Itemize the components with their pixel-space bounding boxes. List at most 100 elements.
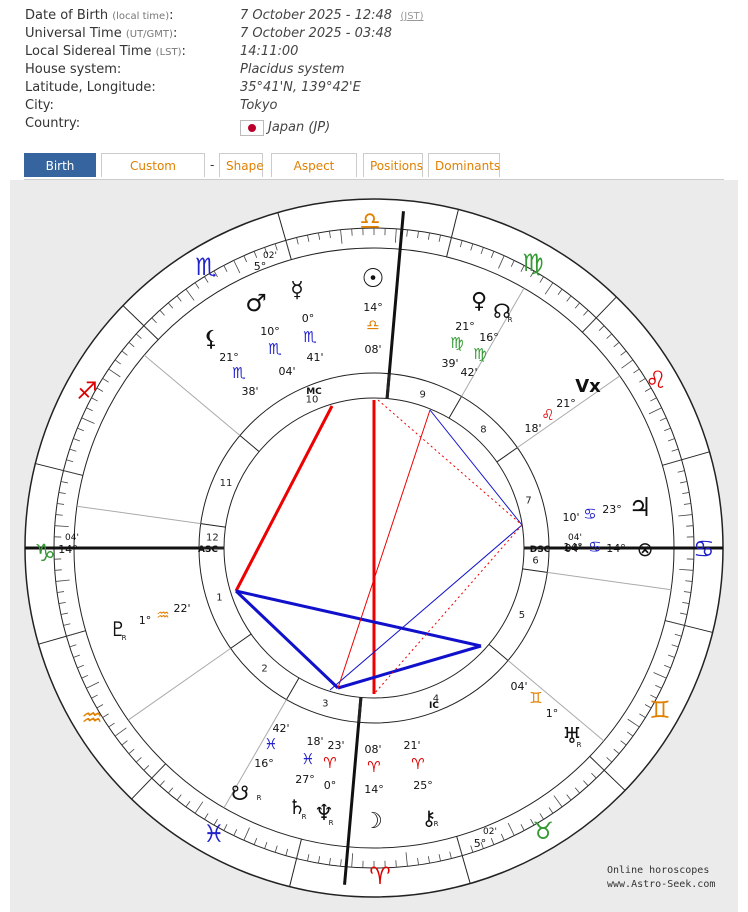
lilith-degree: 21°	[219, 351, 239, 364]
house-cusp	[143, 354, 241, 436]
degree-tick	[307, 854, 310, 862]
jupiter-degree: 23°	[602, 503, 622, 516]
degree-tick	[223, 824, 228, 831]
degree-tick	[223, 265, 228, 272]
timezone-link[interactable]: (JST)	[400, 11, 424, 22]
info-row-house-system: House system: Placidus system	[25, 61, 725, 79]
degree-tick	[264, 841, 268, 849]
degree-tick	[510, 260, 515, 267]
degree-tick	[243, 827, 250, 841]
south-node-minutes: 42'	[272, 722, 289, 735]
info-label: Country:	[25, 116, 81, 131]
chiron-sign: ♈	[411, 755, 424, 773]
degree-tick	[340, 229, 343, 244]
mercury-icon: ☿	[290, 278, 304, 303]
degree-tick	[213, 270, 218, 278]
degree-tick	[620, 350, 627, 356]
degree-tick	[530, 818, 535, 826]
degree-tick	[470, 845, 474, 853]
moon-icon: ☽	[363, 809, 383, 834]
degree-tick	[81, 674, 89, 679]
degree-tick	[57, 591, 65, 593]
house-cusp	[461, 287, 525, 397]
house-cusp-inner	[496, 447, 518, 463]
aspect-line	[337, 409, 431, 689]
vertex-degree: 21°	[556, 397, 576, 410]
degree-tick	[185, 800, 191, 808]
degree-tick	[394, 228, 397, 243]
cancer-icon: ♋	[693, 535, 715, 563]
pluto-degree: 1°	[139, 614, 152, 627]
chiron-minutes: 21'	[403, 739, 420, 752]
degree-tick	[544, 282, 554, 295]
chiron-icon: ⚷	[422, 806, 437, 830]
virgo-icon: ♍	[522, 249, 544, 277]
degree-tick	[285, 240, 291, 254]
mars-sign: ♏	[268, 340, 282, 358]
degree-tick	[114, 727, 127, 737]
degree-tick	[613, 342, 620, 348]
north-node-icon: ☊	[493, 299, 511, 323]
degree-tick	[66, 459, 74, 463]
retrograde-marker: R	[257, 794, 262, 802]
retrograde-marker: R	[302, 813, 307, 821]
mars-minutes: 04'	[278, 365, 295, 378]
degree-tick	[77, 664, 84, 669]
angle-axis	[343, 846, 350, 885]
degree-tick	[121, 350, 128, 356]
lilith-icon: ⚸	[203, 327, 219, 352]
tab-custom-graphics[interactable]: Custom graphics	[101, 153, 205, 197]
vertex-icon: Vx	[575, 376, 601, 397]
aspect-line	[234, 589, 340, 690]
neptune-minutes: 23'	[327, 739, 344, 752]
aspect-line	[337, 644, 482, 690]
scorpio-icon: ♏	[195, 253, 217, 281]
fortune-icon: ⊗	[637, 537, 654, 561]
mc-cusp-minutes: 02'	[263, 251, 277, 261]
degree-tick	[60, 481, 68, 484]
dsc-cusp-minutes: 04'	[568, 533, 582, 543]
info-value: 35°41'N, 139°42'E	[240, 80, 361, 95]
degree-tick	[63, 623, 71, 626]
degree-tick	[96, 387, 104, 392]
house-number: 10	[306, 394, 319, 405]
info-row-latlon: Latitude, Longitude: 35°41'N, 139°42'E	[25, 79, 725, 97]
tab-dominants[interactable]: Dominants	[428, 153, 500, 177]
pluto-minutes: 22'	[173, 602, 190, 615]
degree-tick	[606, 333, 613, 339]
moon-degree: 14°	[364, 783, 384, 796]
info-value: 7 October 2025 - 12:48 (JST)	[240, 8, 424, 23]
moon-sign: ♈	[367, 758, 380, 776]
degree-tick	[500, 833, 505, 841]
degree-tick	[340, 859, 342, 867]
degree-tick	[449, 851, 452, 859]
tab-separator: -	[210, 158, 215, 172]
degree-tick	[143, 325, 155, 336]
tab-positions[interactable]: Positions	[363, 153, 423, 177]
fortune-sign: ♋	[588, 538, 601, 556]
degree-tick	[329, 231, 331, 239]
tab-shape[interactable]: Shape	[219, 153, 264, 177]
degree-tick	[168, 787, 174, 794]
house-cusp-inner	[488, 644, 509, 661]
house-number: 4	[433, 694, 439, 705]
degree-tick	[671, 448, 679, 452]
house-number: 9	[420, 389, 426, 400]
degree-tick	[159, 309, 165, 316]
info-row-date: Date of Birth (local time): 7 October 20…	[25, 7, 725, 25]
degree-tick	[606, 757, 613, 763]
degree-tick	[653, 672, 667, 679]
degree-tick	[627, 718, 640, 728]
degree-tick	[135, 333, 142, 339]
degree-tick	[60, 612, 68, 615]
south-node-icon: ☋	[231, 781, 249, 805]
degree-tick	[96, 704, 104, 709]
degree-tick	[329, 857, 331, 865]
node-degree: 16°	[479, 331, 499, 344]
degree-tick	[243, 255, 248, 263]
mc-cusp-degree: 5°	[254, 260, 267, 273]
degree-tick	[566, 295, 572, 302]
aspect-line	[234, 405, 334, 592]
degree-tick	[470, 243, 474, 251]
retrograde-marker: R	[577, 741, 582, 749]
